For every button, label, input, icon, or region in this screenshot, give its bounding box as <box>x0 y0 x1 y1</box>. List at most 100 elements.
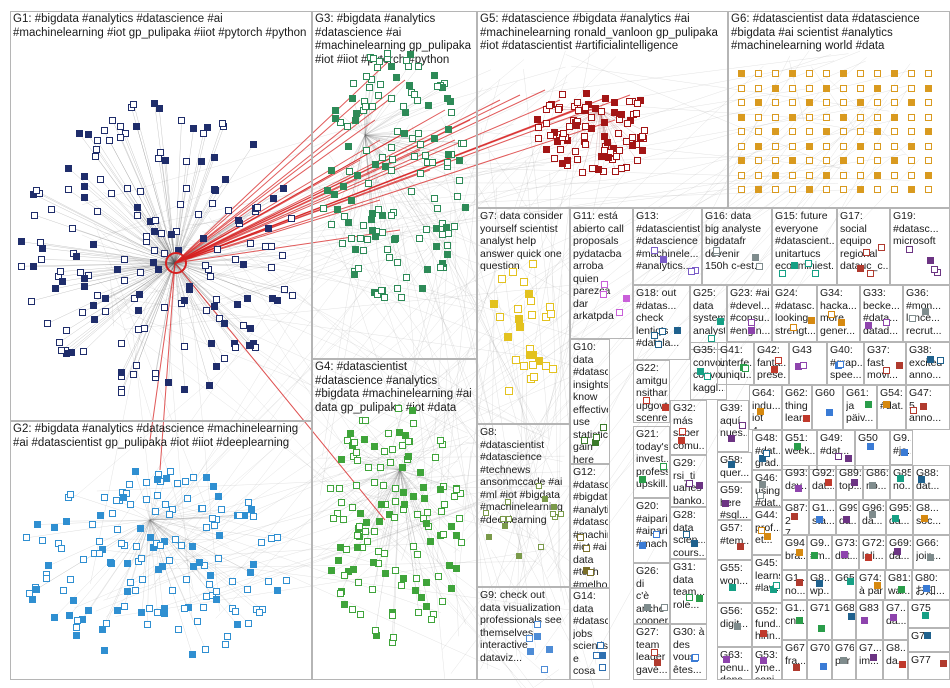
node-g1[interactable] <box>243 294 251 302</box>
node-g3[interactable] <box>398 293 406 301</box>
node-g6[interactable] <box>772 70 779 77</box>
node-g4[interactable] <box>370 558 378 566</box>
node-g44[interactable] <box>758 526 766 534</box>
node-g1[interactable] <box>75 130 83 138</box>
node-g4[interactable] <box>448 585 456 593</box>
node-g20[interactable] <box>639 541 647 549</box>
node-g4[interactable] <box>361 528 369 536</box>
node-g2[interactable] <box>165 510 173 518</box>
node-g71[interactable] <box>818 625 826 633</box>
node-g5[interactable] <box>623 120 631 128</box>
node-g67[interactable] <box>793 663 801 671</box>
node-g6[interactable] <box>789 171 796 179</box>
node-g2[interactable] <box>156 542 164 550</box>
node-g6[interactable] <box>874 99 881 106</box>
node-g4[interactable] <box>395 429 403 437</box>
node-g3[interactable] <box>363 147 371 155</box>
node-g6[interactable] <box>806 70 813 77</box>
node-g17[interactable] <box>857 265 865 273</box>
node-g8[interactable] <box>537 543 544 550</box>
node-g30[interactable] <box>692 654 700 662</box>
node-g6[interactable] <box>925 142 932 150</box>
node-g4[interactable] <box>350 439 358 447</box>
node-g2[interactable] <box>95 538 103 546</box>
node-g1[interactable] <box>105 136 113 144</box>
node-g8[interactable] <box>500 516 507 523</box>
node-g2[interactable] <box>153 491 161 499</box>
node-g6[interactable] <box>925 171 932 179</box>
node-g5[interactable] <box>640 127 648 135</box>
node-g2[interactable] <box>108 510 116 517</box>
node-g4[interactable] <box>356 611 364 619</box>
node-g4[interactable] <box>369 585 377 593</box>
node-g7[interactable] <box>546 310 555 319</box>
node-g2[interactable] <box>124 587 132 595</box>
node-g1[interactable] <box>210 154 218 162</box>
node-g4[interactable] <box>427 538 435 546</box>
node-g1[interactable] <box>101 295 109 303</box>
node-g1[interactable] <box>36 239 44 247</box>
node-g52[interactable] <box>759 630 767 638</box>
node-g91[interactable] <box>795 616 803 624</box>
node-g6[interactable] <box>925 113 932 121</box>
node-g5[interactable] <box>547 132 555 140</box>
node-g4[interactable] <box>400 488 408 496</box>
node-g1[interactable] <box>17 238 25 246</box>
node-g6[interactable] <box>857 157 864 164</box>
node-g79[interactable] <box>870 654 878 662</box>
node-g5[interactable] <box>545 102 553 110</box>
node-g3[interactable] <box>410 152 418 160</box>
node-g6[interactable] <box>908 113 915 121</box>
node-g1[interactable] <box>160 250 168 258</box>
node-g11[interactable] <box>600 281 608 289</box>
node-g14[interactable] <box>598 664 606 671</box>
node-g5[interactable] <box>559 129 567 137</box>
node-g1[interactable] <box>65 186 73 194</box>
node-g4[interactable] <box>365 464 373 472</box>
node-g3[interactable] <box>365 179 373 187</box>
node-g1[interactable] <box>92 152 100 160</box>
node-g2[interactable] <box>195 559 203 567</box>
node-g1[interactable] <box>269 295 277 303</box>
node-g1[interactable] <box>120 256 128 264</box>
node-g4[interactable] <box>438 508 446 516</box>
node-g2[interactable] <box>246 568 254 576</box>
node-g2[interactable] <box>193 617 201 625</box>
node-g5[interactable] <box>633 156 641 164</box>
node-g2[interactable] <box>218 505 226 513</box>
node-g3[interactable] <box>349 95 357 103</box>
node-g2[interactable] <box>273 587 281 595</box>
node-g2[interactable] <box>188 650 196 658</box>
node-g4[interactable] <box>389 445 397 453</box>
node-g2[interactable] <box>233 620 241 628</box>
node-g3[interactable] <box>445 125 453 133</box>
node-g1[interactable] <box>134 325 142 333</box>
node-g2[interactable] <box>162 474 170 482</box>
node-g5[interactable] <box>611 108 619 116</box>
node-g4[interactable] <box>448 522 456 530</box>
node-g26[interactable] <box>661 603 669 611</box>
node-g12[interactable] <box>587 569 595 577</box>
node-g3[interactable] <box>369 55 377 63</box>
node-g7[interactable] <box>520 361 529 370</box>
node-g49[interactable] <box>834 453 842 461</box>
node-g4[interactable] <box>341 601 349 609</box>
node-g2[interactable] <box>183 576 191 584</box>
node-g4[interactable] <box>371 627 379 635</box>
node-g1[interactable] <box>278 251 286 259</box>
node-g32[interactable] <box>678 436 686 444</box>
node-g4[interactable] <box>453 564 461 572</box>
node-g3[interactable] <box>455 177 463 185</box>
node-g6[interactable] <box>840 84 847 92</box>
node-g1[interactable] <box>117 133 125 141</box>
node-g1[interactable] <box>210 302 218 310</box>
node-g1[interactable] <box>94 208 102 216</box>
node-g3[interactable] <box>392 73 400 81</box>
node-g8[interactable] <box>482 510 489 517</box>
node-g21[interactable] <box>660 463 668 471</box>
node-g2[interactable] <box>189 542 197 550</box>
node-g4[interactable] <box>333 509 341 517</box>
node-g4[interactable] <box>390 633 398 641</box>
node-g34[interactable] <box>837 319 845 327</box>
node-g4[interactable] <box>405 438 412 446</box>
